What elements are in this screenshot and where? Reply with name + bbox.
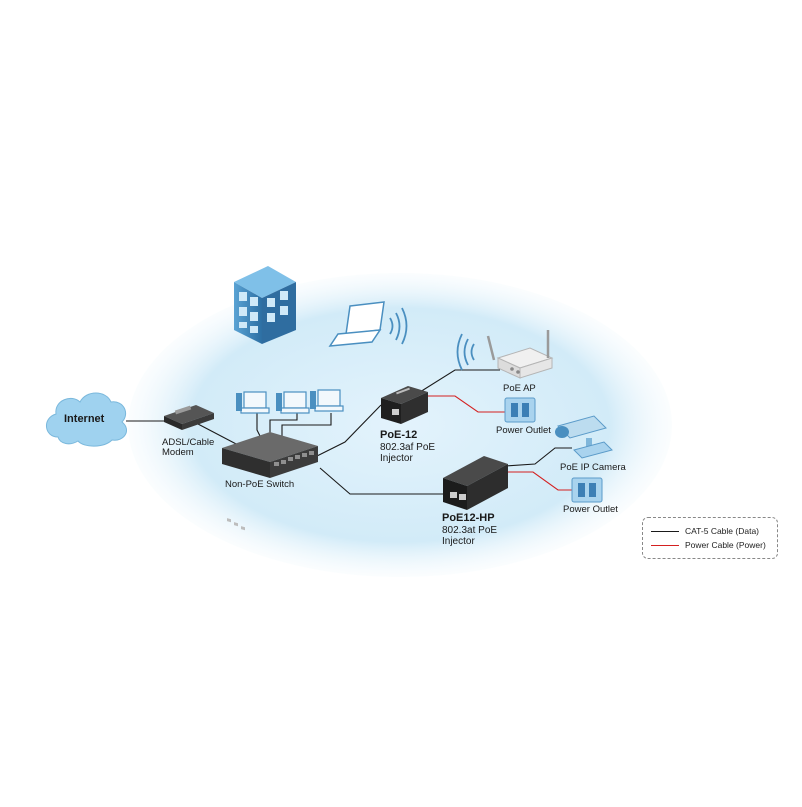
poe12hp-name-label: PoE12-HP <box>442 512 495 524</box>
power-outlet-1-label: Power Outlet <box>496 425 551 436</box>
internet-cloud <box>46 392 127 447</box>
poe12-desc-line1: 802.3af PoE <box>380 442 436 453</box>
power-outlet-icon <box>504 397 536 423</box>
poe12-desc-line2: Injector <box>380 453 413 464</box>
switch-label: Non-PoE Switch <box>225 479 295 490</box>
legend-power-row: Power Cable (Power) <box>651 540 766 552</box>
non-poe-switch-icon <box>222 432 318 531</box>
legend-data-label: CAT-5 Cable (Data) <box>685 526 760 536</box>
lan-zone <box>128 273 672 577</box>
cable-poe12-ap <box>419 369 500 393</box>
cable-modem-switch <box>197 423 241 447</box>
power-outlet-2-label: Power Outlet <box>563 504 618 515</box>
modem-label-line1: ADSL/Cable <box>162 437 215 448</box>
poe12hp-desc-line2: Injector <box>442 536 475 547</box>
cable-pc-2 <box>269 413 298 440</box>
legend-data-swatch <box>651 531 679 533</box>
poe-ap-label: PoE AP <box>503 383 536 394</box>
server-building-icon <box>234 266 296 344</box>
internet-label: Internet <box>64 413 105 425</box>
ip-camera-label: PoE IP Camera <box>560 462 626 473</box>
legend-power-label: Power Cable (Power) <box>685 540 766 550</box>
power-outlet-icon <box>571 477 603 503</box>
desktop-pc-icon <box>236 391 316 411</box>
cable-poe12hp-camera <box>504 447 572 467</box>
legend-power-swatch <box>651 545 679 547</box>
desktop-pc-icon <box>240 389 344 414</box>
cable-legend: CAT-5 Cable (Data) Power Cable (Power) <box>642 517 778 559</box>
adsl-modem-icon <box>164 405 214 430</box>
poe-12-injector-icon <box>381 386 428 424</box>
power-cable-poe12 <box>422 395 505 413</box>
power-cable-poe12hp <box>505 471 572 491</box>
laptop-icon <box>328 301 385 347</box>
modem-label-line2: Modem <box>162 447 194 458</box>
cable-pc-3 <box>281 413 332 440</box>
poe12-hp-injector-icon <box>443 456 508 510</box>
poe12-name-label: PoE-12 <box>380 429 418 441</box>
poe12hp-desc-line1: 802.3at PoE <box>442 525 498 536</box>
legend-data-row: CAT-5 Cable (Data) <box>651 526 759 538</box>
poe-access-point-icon <box>486 330 554 379</box>
wifi-waves-icon <box>456 333 475 371</box>
cable-switch-poe12 <box>314 404 382 458</box>
cable-switch-poe12hp <box>319 467 443 495</box>
ip-camera-icon <box>555 415 613 459</box>
wifi-waves-icon <box>389 307 408 345</box>
